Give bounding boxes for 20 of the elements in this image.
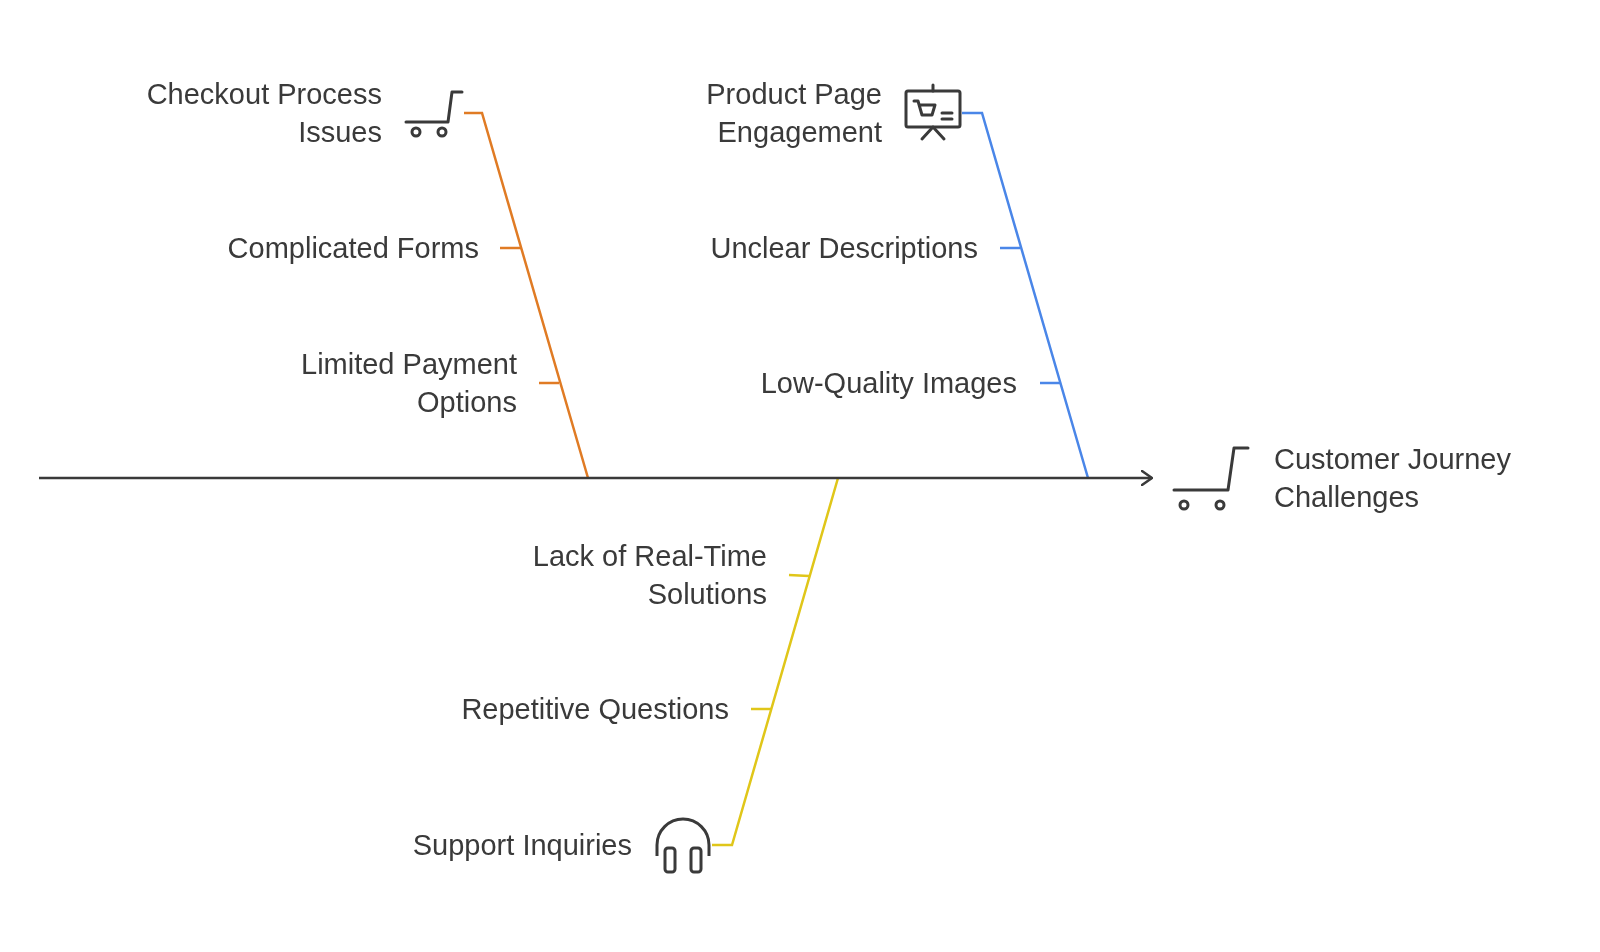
tick-line [500,246,521,250]
cause-label: Low-Quality Images [760,366,1017,401]
tick-line [1000,246,1020,250]
cause-label: Repetitive Questions [461,692,729,727]
cause-label: Unclear Descriptions [710,231,978,266]
tick-line [788,573,810,578]
cause-label: Limited Payment Options [300,347,517,420]
bone-line [464,111,590,479]
cause-label: Complicated Forms [227,231,479,266]
cause-label: Support Inquiries [412,828,632,863]
cause-label: Lack of Real-Time Solutions [531,539,767,612]
spine-arrow [39,469,1154,487]
tick-line [751,707,771,711]
tick-line [1040,381,1060,385]
cause-label: Product Page Engagement [705,77,882,150]
tick-line [539,381,559,385]
cause-label: Checkout Process Issues [145,77,382,150]
bone-line [712,477,840,847]
effect-label: Customer Journey Challenges [1274,442,1512,515]
bone-line [962,111,1090,479]
